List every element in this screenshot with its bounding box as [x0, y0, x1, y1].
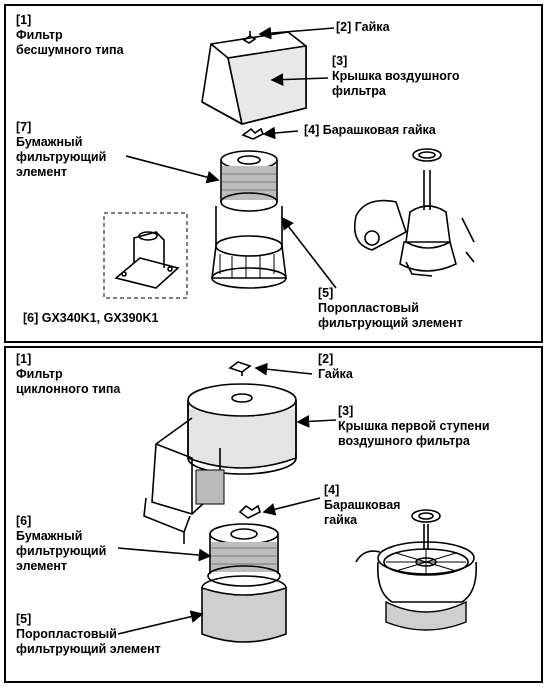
engine-detail-drawing	[355, 509, 478, 631]
wing-nut-drawing	[238, 504, 261, 519]
label-model-note: [6] GX340K1, GX390K1	[23, 311, 159, 325]
silent-type-filter-panel: [1] Фильтр бесшумного типа [2] Гайка [3]…	[4, 4, 543, 343]
cyclone-cover-drawing	[143, 383, 297, 544]
label-wing-nut: [4] Барашковая гайка	[304, 123, 436, 137]
paper-and-foam-element-drawing	[211, 150, 287, 289]
label-air-filter-cover: [3] Крышка воздушного фильтра	[332, 54, 460, 98]
silent-filter-exploded-drawing	[103, 31, 475, 299]
label-first-stage-cover: [3] Крышка первой ступени воздушного фил…	[338, 404, 490, 448]
wing-nut-drawing	[241, 127, 265, 140]
label-foam-element: [5] Поропластовый фильтрующий элемент	[318, 286, 463, 330]
paper-element-drawing	[207, 523, 281, 587]
cyclone-type-filter-panel: [1] Фильтр циклонного типа [2] Гайка [3]…	[4, 346, 543, 683]
label-paper-element: [6] Бумажный фильтрующий элемент	[16, 514, 107, 573]
nut-drawing	[228, 361, 252, 376]
gx340-base-drawing	[103, 212, 188, 299]
label-paper-element: [7] Бумажный фильтрующий элемент	[16, 120, 107, 179]
label-foam-element: [5] Поропластовый фильтрующий элемент	[16, 612, 161, 656]
label-wing-nut: [4] Барашковая гайка	[324, 483, 401, 527]
label-silent-filter: [1] Фильтр бесшумного типа	[16, 13, 124, 57]
air-filter-cover-drawing	[201, 31, 307, 125]
label-nut: [2] Гайка	[336, 20, 390, 34]
engine-detail-drawing	[353, 148, 475, 277]
label-cyclone-filter: [1] Фильтр циклонного типа	[16, 352, 121, 396]
cyclone-filter-exploded-drawing	[143, 361, 478, 643]
nut-drawing	[242, 31, 257, 44]
foam-element-drawing	[201, 575, 287, 643]
label-nut: [2] Гайка	[318, 352, 353, 381]
